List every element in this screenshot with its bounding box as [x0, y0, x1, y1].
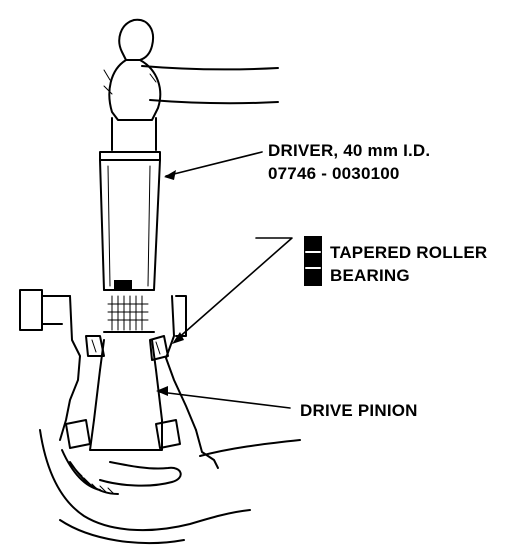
hammer-handle-lower	[149, 99, 279, 105]
housing-left-flange	[19, 289, 71, 331]
bearing-leader	[175, 237, 293, 341]
driver-shaft-inner	[107, 165, 151, 287]
leader-lines	[156, 151, 322, 409]
bearing-leader-arrow	[172, 332, 184, 344]
driver-label-line1: DRIVER, 40 mm I.D.	[268, 141, 431, 160]
bearing-label-line1: TAPERED ROLLER	[330, 243, 488, 262]
housing-right-body	[195, 429, 219, 469]
driver-label: DRIVER, 40 mm I.D. 07746 - 0030100	[268, 140, 430, 184]
housing-left-wall	[59, 295, 81, 441]
bearing-leader-mark	[304, 236, 322, 286]
bearing-label-line2: BEARING	[330, 266, 410, 285]
hand-thumb	[199, 439, 301, 457]
hammer-head-body	[108, 59, 162, 121]
driver-leader-arrow	[164, 170, 176, 180]
bearing-right	[149, 335, 169, 361]
hammer-head-knob	[118, 18, 154, 61]
bearing-race	[91, 339, 161, 355]
hand-shading	[75, 469, 115, 495]
hammer-hatch	[103, 69, 157, 95]
driver-leader	[165, 151, 263, 177]
bearing-label: TAPERED ROLLER BEARING	[330, 242, 487, 286]
driver-label-line2: 07746 - 0030100	[268, 164, 400, 183]
hammer-neck	[111, 117, 157, 151]
housing-right-flange	[175, 295, 187, 337]
differential-housing	[19, 289, 219, 469]
pinion-lower-bearing-right	[155, 419, 181, 449]
driver-knurl	[107, 295, 149, 331]
tapered-roller-bearing	[85, 335, 169, 361]
pinion-lower-bearing-left	[65, 419, 91, 449]
pinion-leader	[159, 391, 291, 409]
hand-wrist	[59, 519, 185, 545]
pinion-body	[93, 369, 163, 421]
driver-tool	[99, 151, 161, 333]
bearing-leader-mark-cut	[305, 251, 321, 269]
driver-mark	[114, 280, 132, 290]
driver-top-collar	[99, 151, 161, 161]
hammer	[103, 18, 279, 151]
pinion-label: DRIVE PINION	[300, 401, 418, 420]
hand-fingers	[61, 449, 182, 495]
hand	[39, 429, 301, 545]
hammer-handle-upper	[141, 65, 279, 71]
pinion-gear	[89, 419, 163, 451]
bearing-left	[85, 335, 105, 357]
pinion-upper	[99, 339, 157, 371]
pinion-leader-arrow	[156, 386, 168, 396]
hand-palm	[39, 429, 251, 532]
drive-pinion	[65, 339, 181, 451]
driver-shaft	[99, 159, 161, 291]
housing-right-wall	[165, 295, 197, 431]
